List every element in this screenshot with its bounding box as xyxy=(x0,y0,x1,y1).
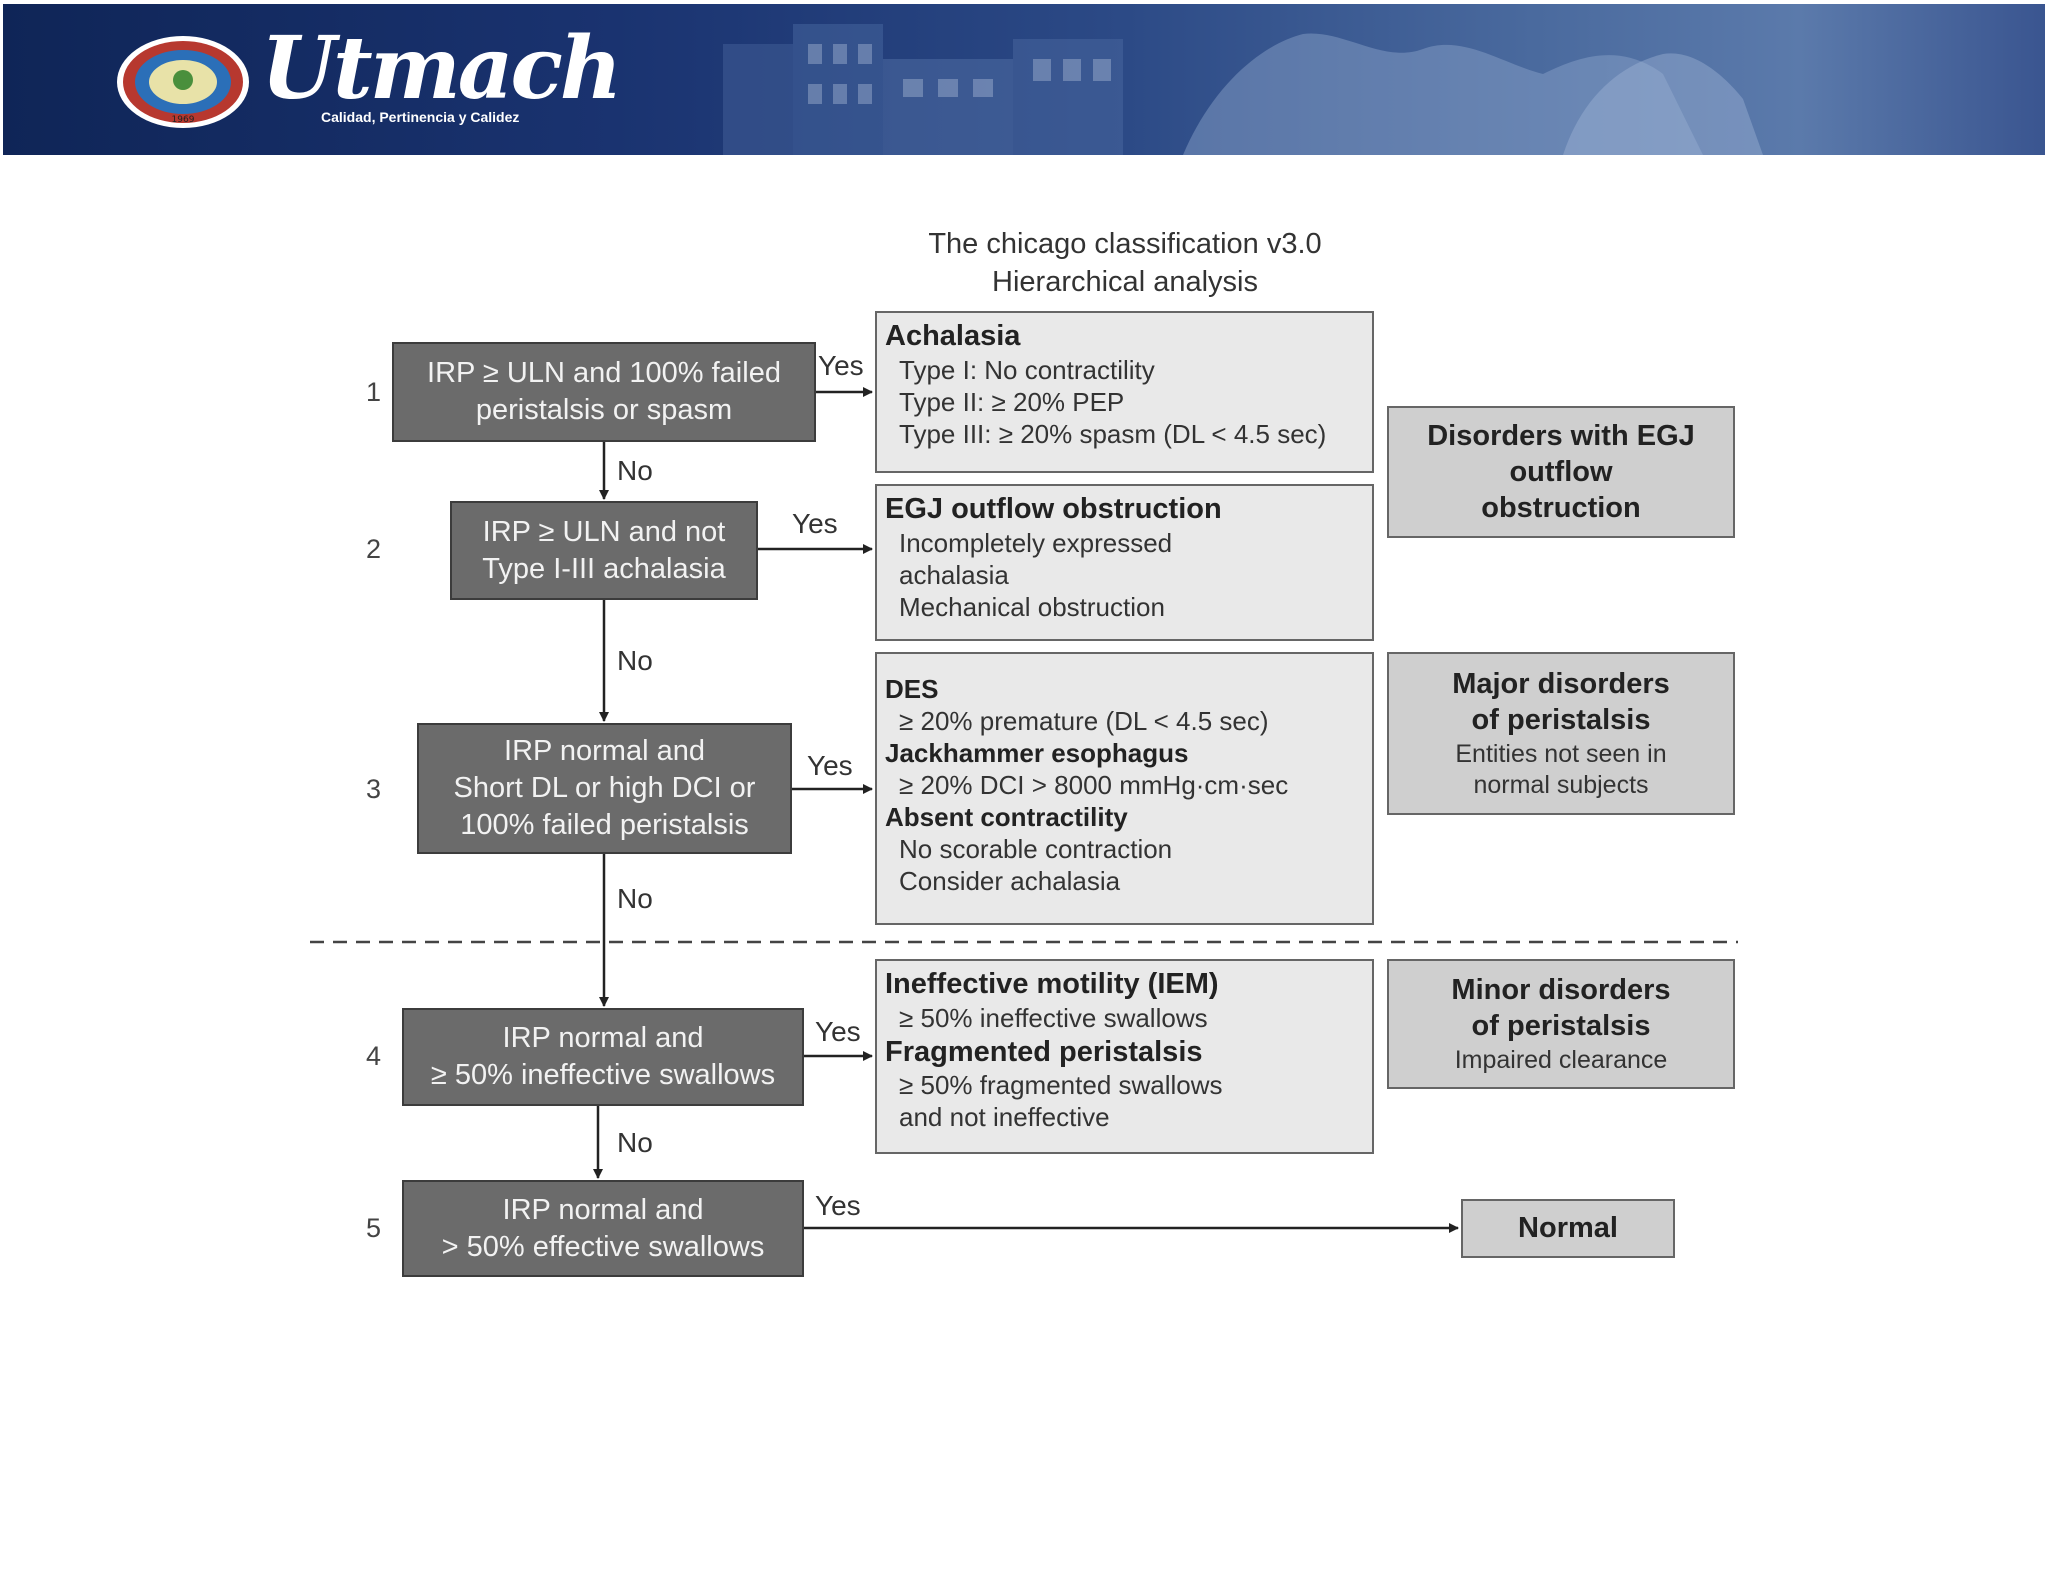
result-box-minor-disorders: Ineffective motility (IEM) ≥ 50% ineffec… xyxy=(875,959,1374,1154)
question-5-line-1: IRP normal and xyxy=(502,1193,704,1226)
question-box-3: IRP normal and Short DL or high DCI or 1… xyxy=(417,723,792,854)
question-2-line-2: Type I-III achalasia xyxy=(482,552,726,585)
question-1-line-1: IRP ≥ ULN and 100% failed xyxy=(427,357,781,390)
svg-text:1969: 1969 xyxy=(172,115,195,125)
yes-label-2: Yes xyxy=(792,508,838,539)
no-label-4: No xyxy=(617,1127,653,1158)
question-box-1: IRP ≥ ULN and 100% failed peristalsis or… xyxy=(392,342,816,442)
result-box-egj-outflow: EGJ outflow obstruction Incompletely exp… xyxy=(875,484,1374,641)
question-2-line-1: IRP ≥ ULN and not xyxy=(482,515,726,548)
step-number-2: 2 xyxy=(366,534,382,564)
egj-line-3: Mechanical obstruction xyxy=(899,591,1165,622)
no-label-2: No xyxy=(617,645,653,676)
achalasia-heading: Achalasia xyxy=(885,320,1021,352)
step-number-4: 4 xyxy=(366,1041,382,1071)
question-box-5: IRP normal and > 50% effective swallows xyxy=(402,1180,804,1277)
question-4-line-2: ≥ 50% ineffective swallows xyxy=(430,1059,776,1091)
jackhammer-heading: Jackhammer esophagus xyxy=(885,737,1189,768)
yes-label-1: Yes xyxy=(818,350,864,381)
university-seal-icon: 1969 xyxy=(117,36,249,128)
egj-line-2: achalasia xyxy=(899,559,1009,590)
egj-category-line-3: obstruction xyxy=(1481,492,1641,525)
header-banner: 1969 Utmach Calidad, Pertinencia y Calid… xyxy=(3,4,2045,155)
minor-category-sub-1: Impaired clearance xyxy=(1454,1045,1668,1074)
absent-line-2: Consider achalasia xyxy=(899,865,1121,896)
question-box-4: IRP normal and ≥ 50% ineffective swallow… xyxy=(402,1008,804,1106)
des-line: ≥ 20% premature (DL < 4.5 sec) xyxy=(899,705,1269,736)
achalasia-type-1: Type I: No contractility xyxy=(899,354,1155,385)
egj-heading: EGJ outflow obstruction xyxy=(885,493,1222,525)
major-category-sub-1: Entities not seen in xyxy=(1455,739,1667,768)
absent-line-1: No scorable contraction xyxy=(899,833,1173,864)
step-number-5: 5 xyxy=(366,1213,382,1243)
iem-heading: Ineffective motility (IEM) xyxy=(885,968,1219,1000)
category-box-normal: Normal xyxy=(1461,1199,1675,1258)
minor-category-line-2: of peristalsis xyxy=(1471,1010,1651,1043)
no-label-1: No xyxy=(617,455,653,486)
question-box-2: IRP ≥ ULN and not Type I-III achalasia xyxy=(450,501,758,600)
category-box-egj-disorders: Disorders with EGJ outflow obstruction xyxy=(1387,406,1735,538)
yes-label-4: Yes xyxy=(815,1016,861,1047)
absent-contractility-heading: Absent contractility xyxy=(885,801,1128,832)
question-3-line-3: 100% failed peristalsis xyxy=(460,808,749,841)
brand-logo: Utmach xyxy=(261,18,622,119)
campus-background-image xyxy=(723,24,1763,155)
step-number-3: 3 xyxy=(366,774,382,804)
fragmented-heading: Fragmented peristalsis xyxy=(885,1035,1203,1068)
question-3-line-2: Short DL or high DCI or xyxy=(453,772,756,805)
fragmented-line-2: and not ineffective xyxy=(899,1102,1110,1133)
question-1-line-2: peristalsis or spasm xyxy=(475,394,733,426)
achalasia-type-2: Type II: ≥ 20% PEP xyxy=(899,386,1125,417)
major-category-line-2: of peristalsis xyxy=(1471,704,1651,737)
jackhammer-line: ≥ 20% DCI > 8000 mmHg·cm·sec xyxy=(899,769,1289,800)
no-label-3: No xyxy=(617,883,653,914)
yes-label-5: Yes xyxy=(815,1190,861,1221)
question-4-line-1: IRP normal and xyxy=(502,1022,704,1055)
major-category-line-1: Major disorders xyxy=(1452,668,1670,700)
result-box-major-disorders: DES ≥ 20% premature (DL < 4.5 sec) Jackh… xyxy=(875,652,1374,925)
egj-category-line-2: outflow xyxy=(1509,455,1613,488)
result-box-achalasia: Achalasia Type I: No contractility Type … xyxy=(875,311,1374,473)
diagram-subtitle: Hierarchical analysis xyxy=(992,266,1258,298)
iem-line: ≥ 50% ineffective swallows xyxy=(899,1002,1208,1033)
step-number-1: 1 xyxy=(366,377,382,407)
yes-label-3: Yes xyxy=(807,750,853,781)
des-heading: DES xyxy=(885,674,939,704)
egj-line-1: Incompletely expressed xyxy=(899,527,1173,558)
category-box-major-disorders: Major disorders of peristalsis Entities … xyxy=(1387,652,1735,815)
achalasia-type-3: Type III: ≥ 20% spasm (DL < 4.5 sec) xyxy=(899,418,1327,449)
minor-category-line-1: Minor disorders xyxy=(1451,974,1671,1007)
egj-category-line-1: Disorders with EGJ xyxy=(1427,419,1695,452)
major-category-sub-2: normal subjects xyxy=(1473,770,1649,799)
category-box-minor-disorders: Minor disorders of peristalsis Impaired … xyxy=(1387,959,1735,1089)
normal-label: Normal xyxy=(1518,1212,1618,1245)
brand-tagline: Calidad, Pertinencia y Calidez xyxy=(321,109,520,125)
fragmented-line-1: ≥ 50% fragmented swallows xyxy=(899,1070,1223,1101)
question-5-line-2: > 50% effective swallows xyxy=(441,1230,765,1263)
question-3-line-1: IRP normal and xyxy=(504,735,705,768)
diagram-title: The chicago classification v3.0 xyxy=(928,228,1322,260)
